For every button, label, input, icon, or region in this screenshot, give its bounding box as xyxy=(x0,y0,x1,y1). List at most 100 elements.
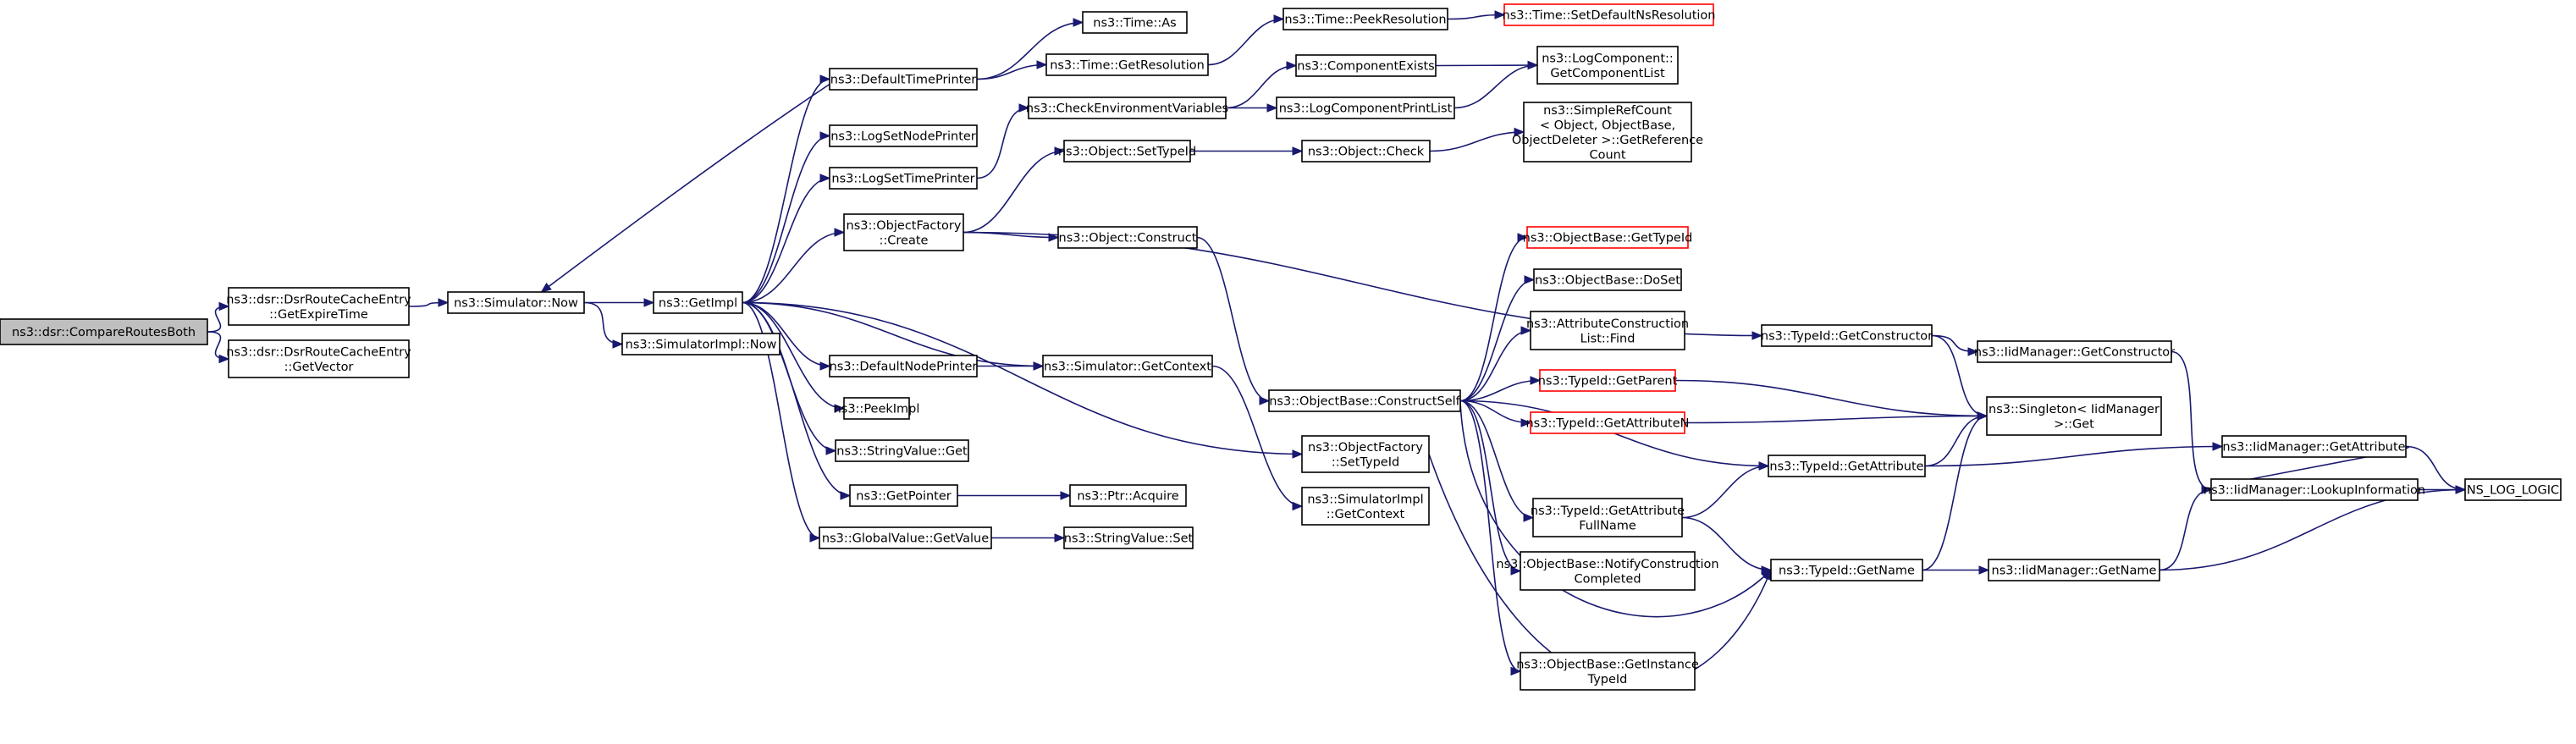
edge-arrowhead xyxy=(1048,233,1060,242)
node-ns3-typeid-getparent[interactable]: ns3::TypeId::GetParent xyxy=(1538,369,1678,392)
node-ns-log-logic[interactable]: NS_LOG_LOGIC xyxy=(2464,478,2562,501)
edge-arrowhead xyxy=(1523,513,1535,522)
node-ns3-checkenvironmentvariables[interactable]: ns3::CheckEnvironmentVariables xyxy=(1026,96,1228,119)
node-ns3-singleton-iidmanager-get[interactable]: ns3::Singleton< IidManager >::Get xyxy=(1986,396,2162,436)
node-ns3-iidmanager-getname[interactable]: ns3::IidManager::GetName xyxy=(1988,559,2160,581)
node-ns3-time-setdefaultnsresolution[interactable]: ns3::Time::SetDefaultNsResolution xyxy=(1503,3,1716,26)
node-ns3-stringvalue-set[interactable]: ns3::StringValue::Set xyxy=(1063,526,1194,549)
node-ns3-logcomponent-getcomponentlist[interactable]: ns3::LogComponent::GetComponentList xyxy=(1536,46,1679,85)
node-ns3-time-getresolution[interactable]: ns3::Time::GetResolution xyxy=(1045,53,1209,76)
node-box xyxy=(1977,340,2172,363)
node-ns3-defaulttimeprinter[interactable]: ns3::DefaultTimePrinter xyxy=(829,68,978,91)
node-ns3-iidmanager-getattribute[interactable]: ns3::IidManager::GetAttribute xyxy=(2221,435,2407,458)
node-label: ns3::DefaultNodePrinter xyxy=(830,361,978,374)
node-ns3-objectbase-doset[interactable]: ns3::ObjectBase::DoSet xyxy=(1533,268,1682,291)
node-ns3-dsr-dsrroutecacheentry-getvector[interactable]: ns3::dsr::DsrRouteCacheEntry::GetVector xyxy=(226,339,411,378)
node-ns3-objectbase-constructself[interactable]: ns3::ObjectBase::ConstructSelf xyxy=(1268,389,1461,412)
node-box xyxy=(1069,484,1187,507)
edge-arrowhead xyxy=(1520,326,1532,335)
node-label: ns3::SimulatorImpl::Now xyxy=(626,339,777,352)
node-ns3-time-as[interactable]: ns3::Time::As xyxy=(1082,11,1188,34)
node-ns3-globalvalue-getvalue[interactable]: ns3::GlobalValue::GetValue xyxy=(819,526,992,549)
node-label: ns3::ObjectBase::ConstructSelf xyxy=(1269,395,1460,409)
edge-arrowhead xyxy=(1054,533,1066,543)
node-ns3-simulatorimpl-getcontext[interactable]: ns3::SimulatorImpl::GetContext xyxy=(1301,487,1430,526)
node-ns3-peekimpl[interactable]: ns3::PeekImpl xyxy=(834,397,920,420)
edge-arrowhead xyxy=(1073,18,1084,27)
edge-arrowhead xyxy=(819,131,831,141)
node-label: ns3::LogComponent:: xyxy=(1542,52,1674,65)
node-ns3-objectbase-gettypeid[interactable]: ns3::ObjectBase::GetTypeId xyxy=(1523,226,1693,249)
edge-arrowhead xyxy=(1266,103,1278,113)
node-ns3-getimpl[interactable]: ns3::GetImpl xyxy=(653,291,743,314)
node-ns3-dsr-compareroutesboth[interactable]: ns3::dsr::CompareRoutesBoth xyxy=(0,318,208,345)
node-label: ns3::IidManager::GetAttribute xyxy=(2222,441,2405,455)
node-label: ns3::LogComponentPrintList xyxy=(1279,102,1453,116)
node-ns3-iidmanager-lookupinformation[interactable]: ns3::IidManager::LookupInformation xyxy=(2204,478,2425,501)
node-box xyxy=(1761,324,1933,347)
edge-n37-n45 xyxy=(1684,415,1988,424)
node-label: ns3::ObjectBase::GetInstance xyxy=(1516,658,1699,671)
node-label: List::Find xyxy=(1580,332,1636,345)
node-label: ns3::IidManager::LookupInformation xyxy=(2204,484,2425,498)
node-box xyxy=(1082,11,1188,34)
node-ns3-objectbase-notifyconstruction-completed[interactable]: ns3::ObjectBase::NotifyConstructionCompl… xyxy=(1496,551,1719,591)
node-ns3-defaultnodeprinter[interactable]: ns3::DefaultNodePrinter xyxy=(829,355,978,378)
node-ns3-stringvalue-get[interactable]: ns3::StringValue::Get xyxy=(835,439,969,462)
node-label: ::GetContext xyxy=(1327,508,1405,521)
node-label: ns3::SimulatorImpl xyxy=(1307,493,1423,506)
edge-n27-n35 xyxy=(1459,329,1531,402)
edge-arrowhead xyxy=(218,301,230,311)
node-ns3-getpointer[interactable]: ns3::GetPointer xyxy=(849,484,958,507)
node-ns3-simulatorimpl-now[interactable]: ns3::SimulatorImpl::Now xyxy=(621,333,781,355)
edge-arrowhead xyxy=(1514,127,1525,137)
node-label: ns3::ObjectBase::NotifyConstruction xyxy=(1496,558,1718,571)
node-ns3-iidmanager-getconstructor[interactable]: ns3::IidManager::GetConstructor xyxy=(1974,340,2175,363)
node-ns3-componentexists[interactable]: ns3::ComponentExists xyxy=(1295,54,1437,77)
node-ns3-object-construct[interactable]: ns3::Object::Construct xyxy=(1057,226,1198,249)
node-box xyxy=(1770,559,1923,581)
node-ns3-objectfactory-create[interactable]: ns3::ObjectFactory::Create xyxy=(843,213,964,251)
edge-arrowhead xyxy=(1054,146,1066,156)
edge-n4-n9 xyxy=(742,231,845,304)
node-ns3-typeid-getconstructor[interactable]: ns3::TypeId::GetConstructor xyxy=(1761,324,1933,347)
node-ns3-object-check[interactable]: ns3::Object::Check xyxy=(1301,140,1431,163)
node-box xyxy=(2221,435,2407,458)
node-ns3-dsr-dsrroutecacheentry-getexpiretime[interactable]: ns3::dsr::DsrRouteCacheEntry::GetExpireT… xyxy=(226,287,411,326)
node-box xyxy=(1282,8,1448,30)
edge-arrowhead xyxy=(819,361,831,371)
node-ns3-typeid-getattribute[interactable]: ns3::TypeId::GetAttribute xyxy=(1768,455,1926,477)
node-ns3-simulator-now[interactable]: ns3::Simulator::Now xyxy=(447,291,585,314)
node-box xyxy=(1520,652,1696,691)
node-ns3-logsetnodeprinter[interactable]: ns3::LogSetNodePrinter xyxy=(829,124,978,147)
node-label: ns3::IidManager::GetName xyxy=(1992,565,2157,578)
node-ns3-typeid-getname[interactable]: ns3::TypeId::GetName xyxy=(1770,559,1923,581)
edge-n4-n6 xyxy=(742,78,830,304)
node-label: ObjectDeleter >::GetReference xyxy=(1512,134,1703,147)
edge-n27-n36 xyxy=(1459,379,1541,402)
edge-arrowhead xyxy=(643,298,655,307)
node-label: TypeId xyxy=(1587,673,1628,686)
node-ns3-logsettimeprinter[interactable]: ns3::LogSetTimePrinter xyxy=(829,167,978,190)
node-ns3-ptr-acquire[interactable]: ns3::Ptr::Acquire xyxy=(1069,484,1187,507)
node-box xyxy=(228,287,410,326)
node-ns3-objectfactory-settypeid[interactable]: ns3::ObjectFactory::SetTypeId xyxy=(1301,435,1430,473)
node-ns3-object-settypeid[interactable]: ns3::Object::SetTypeId xyxy=(1058,140,1196,163)
edge-n27-n34 xyxy=(1459,278,1535,402)
node-label: ns3::Time::As xyxy=(1093,17,1176,30)
node-label: ns3::ObjectFactory xyxy=(847,219,962,233)
node-label: ns3::PeekImpl xyxy=(834,403,920,416)
node-box xyxy=(1503,3,1714,26)
node-ns3-simulator-getcontext[interactable]: ns3::Simulator::GetContext xyxy=(1042,355,1213,378)
node-ns3-time-peekresolution[interactable]: ns3::Time::PeekResolution xyxy=(1282,8,1448,30)
node-ns3-logcomponentprintlist[interactable]: ns3::LogComponentPrintList xyxy=(1276,96,1455,119)
edge-n6-n15 xyxy=(976,21,1084,80)
edge-arrowhead xyxy=(1510,566,1522,576)
node-ns3-simplerefcount-object-objectbase-objectdeleter-getreference-count[interactable]: ns3::SimpleRefCount< Object, ObjectBase,… xyxy=(1512,102,1703,163)
edge-arrowhead xyxy=(1977,411,1989,421)
node-ns3-typeid-getattributen[interactable]: ns3::TypeId::GetAttributeN xyxy=(1525,411,1690,434)
